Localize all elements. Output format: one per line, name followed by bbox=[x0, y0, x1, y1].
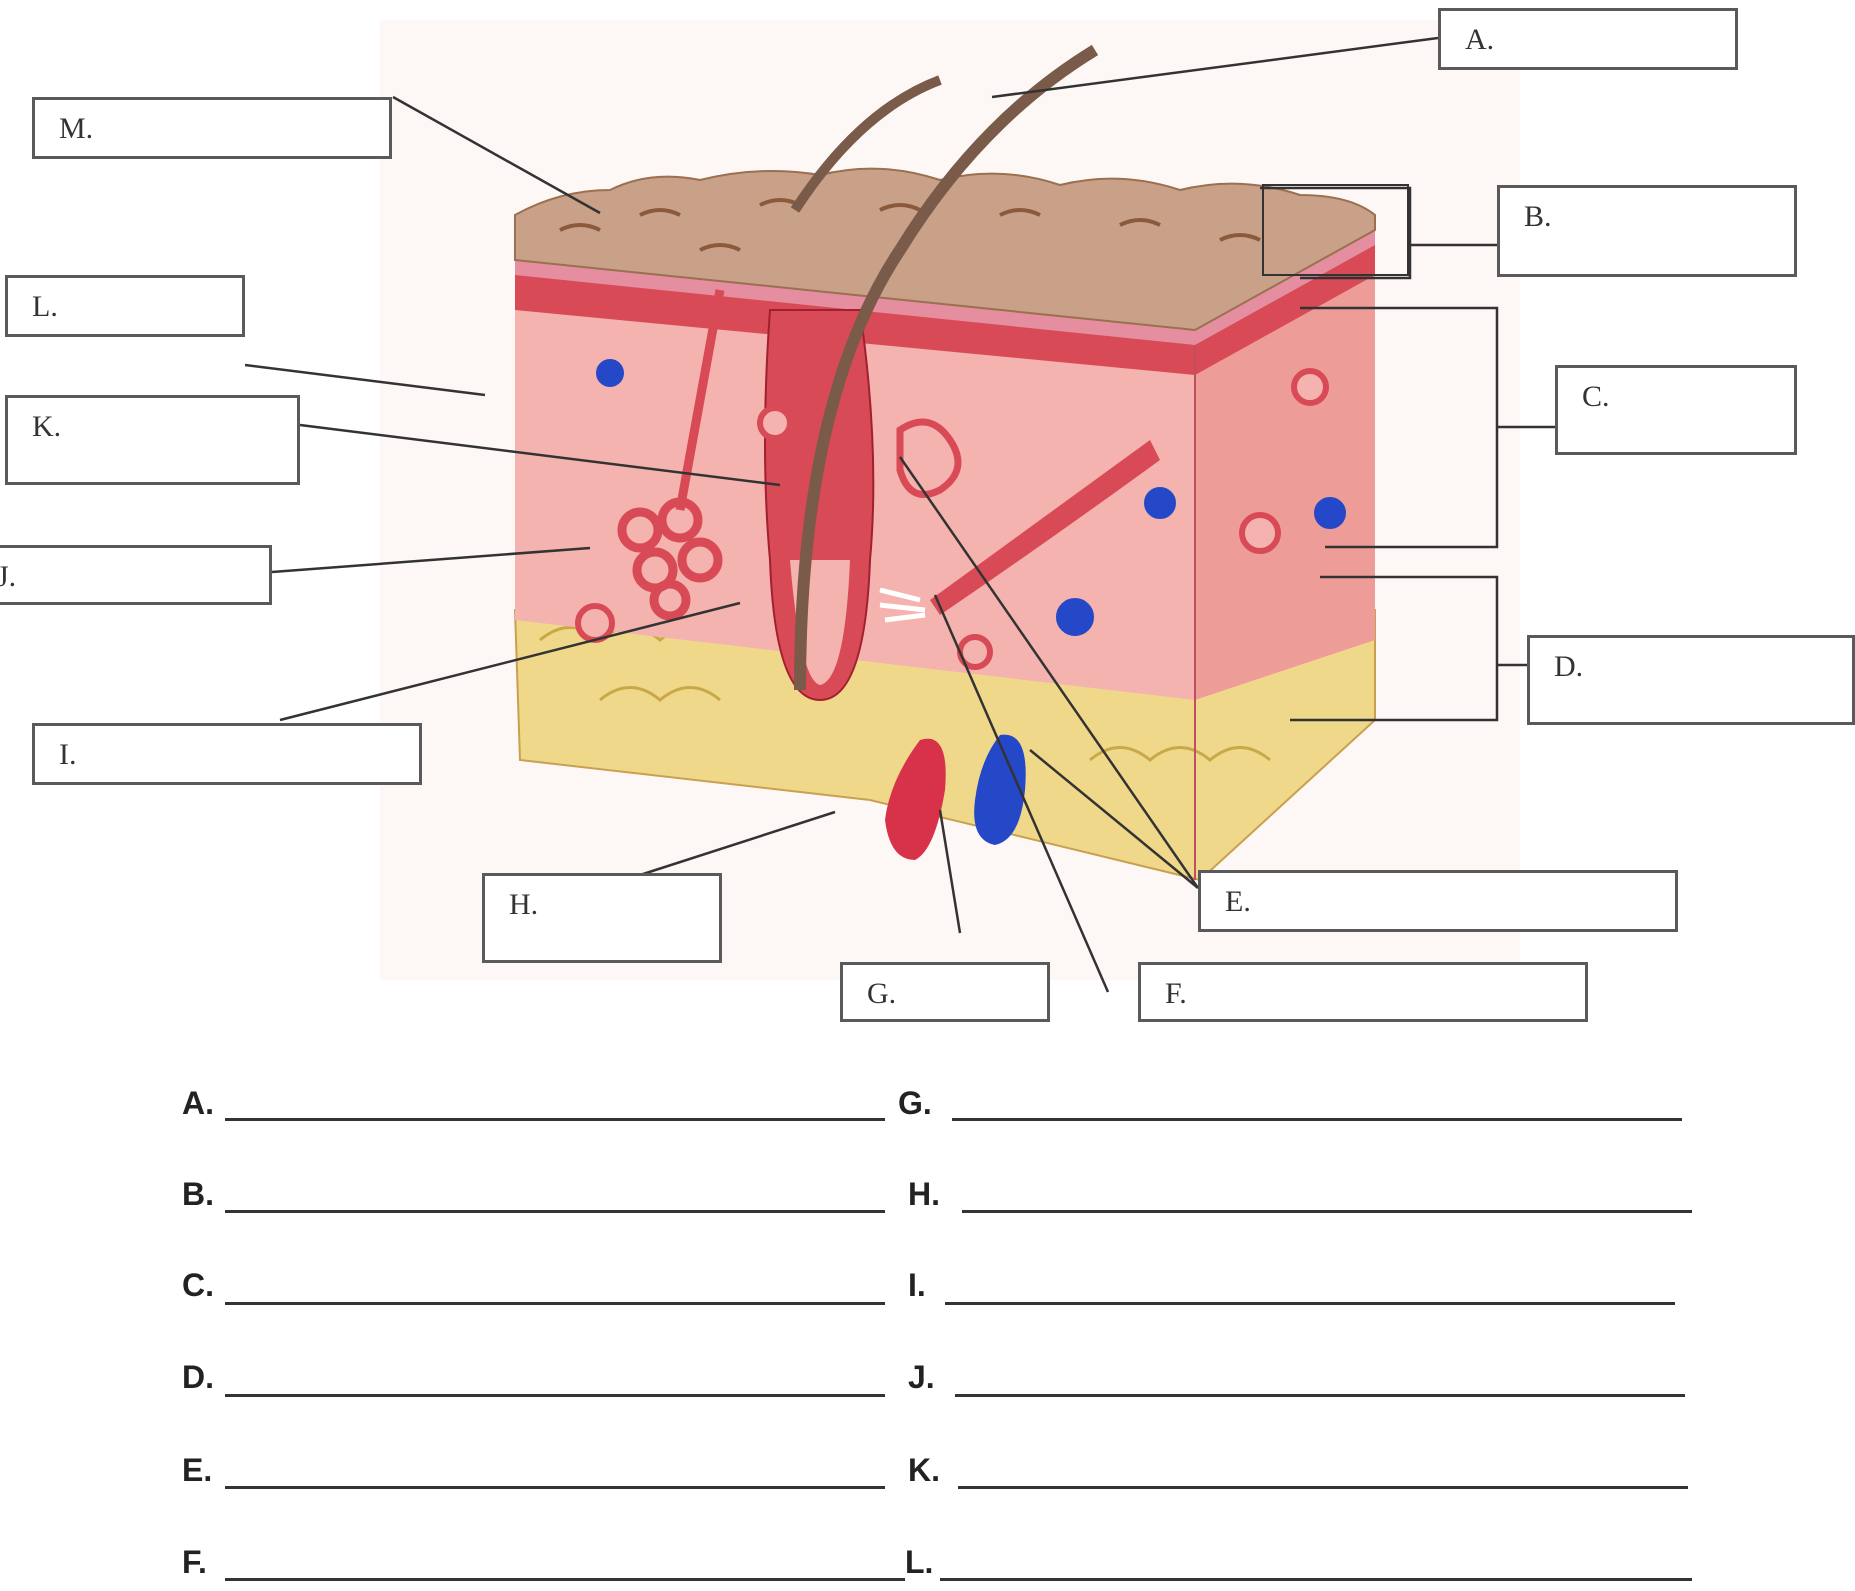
label-box-l[interactable]: L. bbox=[5, 275, 245, 337]
answer-line-g[interactable] bbox=[952, 1118, 1682, 1121]
answer-label-g: G. bbox=[898, 1085, 932, 1122]
answer-line-a[interactable] bbox=[225, 1118, 885, 1121]
answer-label-b: B. bbox=[182, 1176, 214, 1213]
label-box-j[interactable]: J. bbox=[0, 545, 272, 605]
label-box-b[interactable]: B. bbox=[1497, 185, 1797, 277]
answer-line-d[interactable] bbox=[225, 1394, 885, 1397]
answer-label-e: E. bbox=[182, 1452, 212, 1489]
label-box-g[interactable]: G. bbox=[840, 962, 1050, 1022]
answer-label-k: K. bbox=[908, 1452, 940, 1489]
label-box-k[interactable]: K. bbox=[5, 395, 300, 485]
answer-line-c[interactable] bbox=[225, 1302, 885, 1305]
answer-label-l: L. bbox=[905, 1544, 933, 1581]
answer-line-l[interactable] bbox=[940, 1578, 1692, 1581]
label-box-a[interactable]: A. bbox=[1438, 8, 1738, 70]
answer-label-f: F. bbox=[182, 1544, 207, 1581]
answer-label-i: I. bbox=[908, 1267, 926, 1304]
label-box-c[interactable]: C. bbox=[1555, 365, 1797, 455]
answer-line-f[interactable] bbox=[225, 1578, 905, 1581]
label-box-i[interactable]: I. bbox=[32, 723, 422, 785]
answer-line-e[interactable] bbox=[225, 1486, 885, 1489]
label-box-h[interactable]: H. bbox=[482, 873, 722, 963]
answer-label-c: C. bbox=[182, 1267, 214, 1304]
label-box-d[interactable]: D. bbox=[1527, 635, 1855, 725]
answer-label-j: J. bbox=[908, 1359, 935, 1396]
answer-label-h: H. bbox=[908, 1176, 940, 1213]
answer-label-d: D. bbox=[182, 1359, 214, 1396]
answer-line-k[interactable] bbox=[958, 1486, 1688, 1489]
label-box-f[interactable]: F. bbox=[1138, 962, 1588, 1022]
answer-line-h[interactable] bbox=[962, 1210, 1692, 1213]
answer-line-b[interactable] bbox=[225, 1210, 885, 1213]
label-box-e[interactable]: E. bbox=[1198, 870, 1678, 932]
answer-line-i[interactable] bbox=[945, 1302, 1675, 1305]
answer-label-a: A. bbox=[182, 1085, 214, 1122]
answer-line-j[interactable] bbox=[955, 1394, 1685, 1397]
label-box-m[interactable]: M. bbox=[32, 97, 392, 159]
